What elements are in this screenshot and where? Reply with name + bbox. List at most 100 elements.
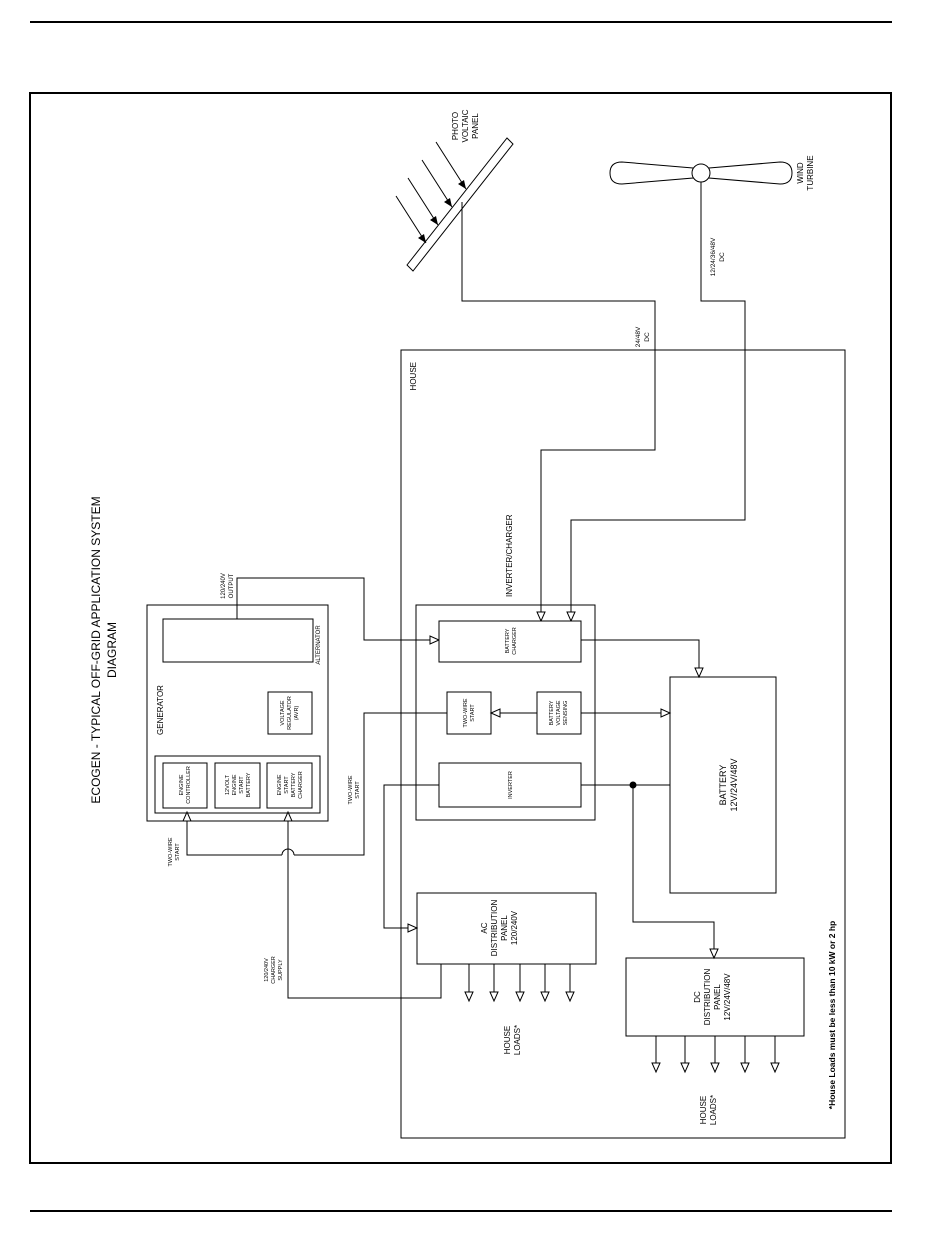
svg-text:VOLTAIC: VOLTAIC: [461, 109, 470, 142]
svg-text:120/240V: 120/240V: [264, 958, 270, 982]
svg-text:WIND: WIND: [796, 162, 805, 184]
svg-text:ALTERNATOR: ALTERNATOR: [316, 625, 322, 665]
svg-text:CONTROLLER: CONTROLLER: [186, 766, 192, 804]
generator-two-wire-start-label: TWO-WIRE START: [168, 837, 181, 866]
svg-text:ENGINE: ENGINE: [277, 774, 283, 795]
pv-dc-wire: [461, 202, 656, 612]
voltage-sensing-label: BATTERY VOLTAGE SENSING: [549, 700, 569, 725]
inverter-to-ac-panel-wire: [383, 784, 439, 929]
engine-battery-charger-box: [266, 762, 313, 809]
battery-charger-label: BATTERY CHARGER: [505, 627, 518, 655]
svg-text:BATTERY: BATTERY: [718, 765, 728, 806]
dc-house-loads-label: HOUSE LOADS*: [699, 1095, 718, 1125]
house-boundary: [400, 349, 846, 1139]
svg-text:LOADS*: LOADS*: [513, 1025, 522, 1055]
photovoltaic-label: PHOTO VOLTAIC PANEL: [451, 109, 480, 142]
two-wire-start-signal-label: TWO-WIRE START: [348, 775, 361, 804]
svg-text:INVERTER/CHARGER: INVERTER/CHARGER: [505, 514, 514, 597]
svg-text:AC: AC: [480, 922, 489, 933]
charger-to-battery-wire: [581, 639, 700, 668]
svg-text:TWO-WIRE: TWO-WIRE: [168, 837, 174, 866]
svg-text:LOADS*: LOADS*: [709, 1095, 718, 1125]
two-wire-start-label: TWO-WIRE START: [463, 698, 476, 727]
svg-text:HOUSE: HOUSE: [409, 362, 418, 390]
svg-text:PHOTO: PHOTO: [451, 112, 460, 140]
svg-text:VOLTAGE: VOLTAGE: [556, 700, 562, 725]
generator-label: GENERATOR: [156, 685, 165, 735]
svg-text:120/240V: 120/240V: [510, 910, 519, 945]
charger-supply-label: 120/240V CHARGER SUPPLY: [264, 956, 284, 984]
svg-text:BATTERY: BATTERY: [505, 628, 511, 653]
voltage-regulator-box: [267, 691, 313, 735]
svg-text:START: START: [284, 776, 290, 794]
svg-text:HOUSE: HOUSE: [503, 1026, 512, 1054]
diagram-title: ECOGEN - TYPICAL OFF-GRID APPLICATION SY…: [89, 496, 119, 803]
svg-text:GENERATOR: GENERATOR: [156, 685, 165, 735]
svg-text:HOUSE: HOUSE: [699, 1096, 708, 1124]
svg-text:DISTRIBUTION: DISTRIBUTION: [703, 969, 712, 1026]
svg-text:(AVR): (AVR): [294, 706, 300, 721]
diagram-frame: [29, 92, 892, 1164]
svg-text:12V/24V/48V: 12V/24V/48V: [729, 758, 739, 811]
svg-text:CHARGER: CHARGER: [512, 627, 518, 655]
svg-text:DC: DC: [719, 252, 726, 262]
house-label: HOUSE: [409, 362, 418, 390]
title-line-1: ECOGEN - TYPICAL OFF-GRID APPLICATION SY…: [89, 496, 103, 803]
inverter-charger-label: INVERTER/CHARGER: [505, 514, 514, 597]
house-loads-footnote: *House Loads must be less than 10 kW or …: [827, 921, 837, 1109]
svg-text:TWO-WIRE: TWO-WIRE: [348, 775, 354, 804]
svg-text:12VOLT: 12VOLT: [225, 774, 231, 795]
svg-text:ENGINE: ENGINE: [232, 774, 238, 795]
ac-panel-label: AC DISTRIBUTION PANEL 120/240V: [480, 900, 519, 957]
generator-output-wire: [236, 577, 430, 641]
svg-text:DC: DC: [644, 332, 651, 342]
svg-text:START: START: [470, 704, 476, 722]
start-battery-box: [214, 762, 261, 809]
battery-charger-box: [438, 620, 582, 663]
svg-text:VOLTAGE: VOLTAGE: [280, 700, 286, 725]
svg-text:SUPPLY: SUPPLY: [278, 959, 284, 981]
dc-load-outputs: [651, 1036, 780, 1073]
engine-controller-label: ENGINE CONTROLLER: [179, 766, 192, 804]
svg-text:BATTERY: BATTERY: [246, 772, 252, 797]
svg-text:SENSING: SENSING: [563, 701, 569, 726]
svg-text:PANEL: PANEL: [471, 113, 480, 139]
generator-output-label: 120/240V OUTPUT: [221, 573, 235, 599]
svg-text:REGULATOR: REGULATOR: [287, 696, 293, 730]
svg-text:12V/24V/48V: 12V/24V/48V: [723, 973, 732, 1021]
svg-text:START: START: [175, 843, 181, 861]
voltage-regulator-label: VOLTAGE REGULATOR (AVR): [280, 696, 300, 730]
start-battery-label: 12VOLT ENGINE START BATTERY: [225, 772, 252, 797]
ac-distribution-panel: [416, 892, 597, 965]
svg-text:OUTPUT: OUTPUT: [229, 573, 235, 598]
charger-supply-wire: [287, 820, 442, 999]
svg-text:INVERTER: INVERTER: [508, 771, 514, 799]
svg-text:PANEL: PANEL: [713, 984, 722, 1010]
battery-to-dc-panel-wire: [632, 785, 715, 949]
wind-turbine: [609, 161, 793, 185]
svg-text:PANEL: PANEL: [500, 915, 509, 941]
ac-load-outputs: [464, 964, 575, 1002]
svg-text:*House Loads must be less than: *House Loads must be less than 10 kW or …: [827, 921, 837, 1109]
photovoltaic-panel: [395, 137, 514, 272]
alternator-label: ALTERNATOR: [316, 625, 322, 665]
svg-text:120/240V: 120/240V: [221, 573, 227, 599]
svg-text:CHARGER: CHARGER: [298, 771, 304, 799]
dc-panel-label: DC DISTRIBUTION PANEL 12V/24V/48V: [693, 969, 732, 1026]
alternator-box: [162, 618, 314, 663]
inverter-label: INVERTER: [508, 771, 514, 799]
title-line-2: DIAGRAM: [105, 622, 119, 678]
two-wire-start-wire: [294, 712, 447, 856]
svg-text:START: START: [239, 776, 245, 794]
wind-dc-wire: [570, 182, 746, 612]
svg-text:TWO-WIRE: TWO-WIRE: [463, 698, 469, 727]
svg-text:TURBINE: TURBINE: [806, 155, 815, 190]
engine-subsystem-box: [154, 755, 321, 814]
two-wire-start-box: [446, 691, 492, 735]
battery-label: BATTERY 12V/24V/48V: [718, 758, 739, 811]
wind-voltage-label: 12/24/36/48V DC: [710, 237, 726, 276]
engine-controller-box: [162, 762, 208, 809]
svg-text:12/24/36/48V: 12/24/36/48V: [710, 237, 717, 276]
svg-text:START: START: [355, 781, 361, 799]
